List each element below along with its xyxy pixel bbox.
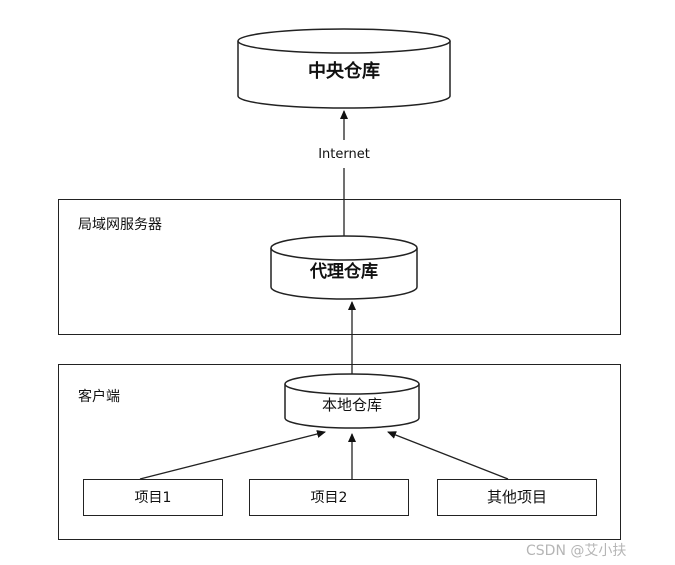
other-to-local-arrow bbox=[387, 431, 509, 480]
project-1-label: 项目1 bbox=[134, 489, 172, 506]
client-title: 客户端 bbox=[78, 389, 120, 405]
local-repo-cylinder bbox=[284, 373, 420, 429]
internet-label: Internet bbox=[318, 147, 370, 162]
client-box bbox=[58, 364, 621, 540]
project-2-label: 项目2 bbox=[310, 489, 348, 506]
project-2-box: 项目2 bbox=[249, 479, 409, 516]
local-repo-label: 本地仓库 bbox=[321, 396, 382, 414]
project-1-box: 项目1 bbox=[83, 479, 223, 516]
central-repo-label: 中央仓库 bbox=[308, 61, 380, 82]
proxy-repo-cylinder bbox=[270, 235, 418, 300]
other-projects-label: 其他项目 bbox=[486, 488, 547, 506]
proxy-repo-label: 代理仓库 bbox=[310, 262, 378, 282]
watermark: CSDN @艾小扶 bbox=[526, 543, 627, 559]
lan-server-title: 局域网服务器 bbox=[78, 217, 162, 233]
other-projects-box: 其他项目 bbox=[437, 479, 597, 516]
central-repo-cylinder bbox=[237, 28, 451, 109]
lan-server-box bbox=[58, 199, 621, 335]
project1-to-local-arrow bbox=[139, 430, 326, 480]
